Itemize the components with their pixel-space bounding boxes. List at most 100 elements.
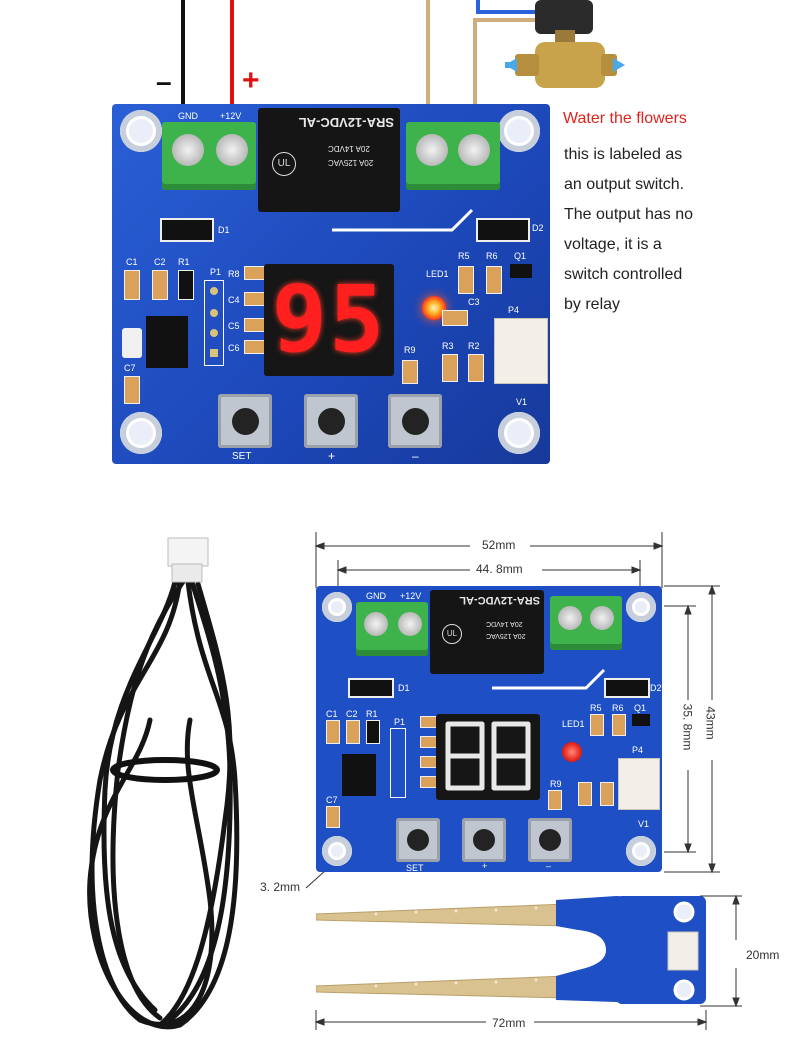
set-button	[218, 394, 272, 448]
label-d2: D2	[532, 223, 544, 233]
label-d1: D1	[398, 683, 410, 693]
silk-12v: +12V	[400, 591, 422, 601]
smd-r5	[458, 266, 474, 294]
label-p1: P1	[210, 267, 222, 277]
label-c7: C7	[326, 795, 338, 805]
caption-line: The output has no	[564, 206, 693, 223]
label-c3: C3	[468, 297, 480, 307]
mount-hole	[673, 901, 695, 923]
label-c5: C5	[228, 321, 240, 331]
plus-button	[304, 394, 358, 448]
terminal-screw	[558, 606, 582, 630]
smd-r1	[178, 270, 194, 300]
label-set: SET	[232, 451, 252, 462]
pcb-board-top: GND +12V SRA-12VDC-AL 20A 14VDC 20A 125V…	[112, 104, 550, 464]
label-p4: P4	[632, 745, 644, 755]
label-r3: R3	[442, 341, 454, 351]
transistor-q1	[510, 264, 532, 278]
smd-c3	[442, 310, 468, 326]
dim-hole-diameter: 3. 2mm	[260, 880, 301, 894]
label-c1: C1	[126, 257, 138, 267]
voltage-regulator	[342, 754, 376, 796]
caption-line: voltage, it is a	[564, 236, 662, 253]
mount-hole	[322, 592, 352, 622]
relay: SRA-12VDC-AL 20A 14VDC 20A 125VAC UL	[258, 108, 400, 212]
silk-gnd: GND	[366, 591, 386, 601]
label-c7: C7	[124, 363, 136, 373]
seven-segment-display: 95	[264, 264, 394, 376]
caption-line: by relay	[564, 296, 621, 313]
terminal-screw	[216, 134, 248, 166]
label-c4: C4	[228, 295, 240, 305]
smd-r3	[442, 354, 458, 382]
mount-hole	[120, 412, 162, 454]
minus-button	[388, 394, 442, 448]
smd-c2	[152, 270, 168, 300]
dim-hole-spacing-width: 44. 8mm	[476, 562, 523, 576]
label-r1: R1	[366, 709, 378, 719]
smd-r3	[578, 782, 592, 806]
smd-c7	[326, 806, 340, 828]
diode-d2	[604, 678, 650, 698]
terminal-screw	[398, 612, 422, 636]
smd-c2	[346, 720, 360, 744]
label-r9: R9	[550, 779, 562, 789]
sensor-cable-image	[87, 537, 240, 1030]
label-v1: V1	[516, 397, 528, 407]
label-led1: LED1	[426, 269, 449, 279]
tan-wire-2	[473, 18, 545, 130]
smd-r6	[486, 266, 502, 294]
diode-d2	[476, 218, 530, 242]
label-r2: R2	[468, 341, 480, 351]
soil-probe-image	[316, 896, 706, 1004]
dim-probe-width: 20mm	[746, 948, 780, 962]
mount-hole	[498, 412, 540, 454]
label-p1: P1	[394, 717, 406, 727]
terminal-screw	[416, 134, 448, 166]
label-plus: +	[328, 449, 336, 463]
smd-r9	[402, 360, 418, 384]
terminal-screw	[458, 134, 490, 166]
label-v1: V1	[638, 819, 650, 829]
ul-logo-icon: UL	[272, 152, 296, 176]
relay: SRA-12VDC-AL 20A 14VDC 20A 125VAC UL	[430, 590, 544, 674]
minus-button	[528, 818, 572, 862]
mount-hole	[626, 836, 656, 866]
caption-title: Water the flowers	[563, 110, 687, 127]
dim-board-width: 52mm	[482, 538, 516, 552]
smd-r6	[612, 714, 626, 736]
mount-hole	[498, 110, 540, 152]
diode-d1	[348, 678, 394, 698]
label-r5: R5	[458, 251, 470, 261]
silk-12v: +12V	[220, 111, 242, 121]
label-minus: –	[546, 861, 552, 871]
mount-hole	[322, 836, 352, 866]
label-p4: P4	[508, 305, 520, 315]
label-c6: C6	[228, 343, 240, 353]
smd-r1	[366, 720, 380, 744]
power-terminal-block	[356, 602, 428, 656]
output-terminal-block	[406, 122, 500, 190]
label-r5: R5	[590, 703, 602, 713]
caption-line: an output switch.	[564, 176, 685, 193]
dim-hole-spacing-height: 35. 8mm	[680, 703, 695, 751]
caption-line: this is labeled as	[564, 146, 683, 163]
label-r8: R8	[228, 269, 240, 279]
output-terminal-block	[550, 596, 622, 650]
voltage-regulator	[146, 316, 188, 368]
top-photo: – + GND +12V SRA-12VDC-AL 20A 14VDC 20A …	[0, 0, 800, 480]
label-q1: Q1	[634, 703, 647, 713]
terminal-screw	[590, 606, 614, 630]
trace-line	[492, 668, 606, 690]
solenoid-valve-image	[505, 0, 625, 100]
plus-button	[462, 818, 506, 862]
mount-hole	[120, 110, 162, 152]
trace-line	[332, 208, 474, 232]
mount-hole	[626, 592, 656, 622]
set-button	[396, 818, 440, 862]
smd-c7	[124, 376, 140, 404]
silk-gnd: GND	[178, 111, 198, 121]
smd-c1	[326, 720, 340, 744]
label-q1: Q1	[514, 251, 527, 261]
